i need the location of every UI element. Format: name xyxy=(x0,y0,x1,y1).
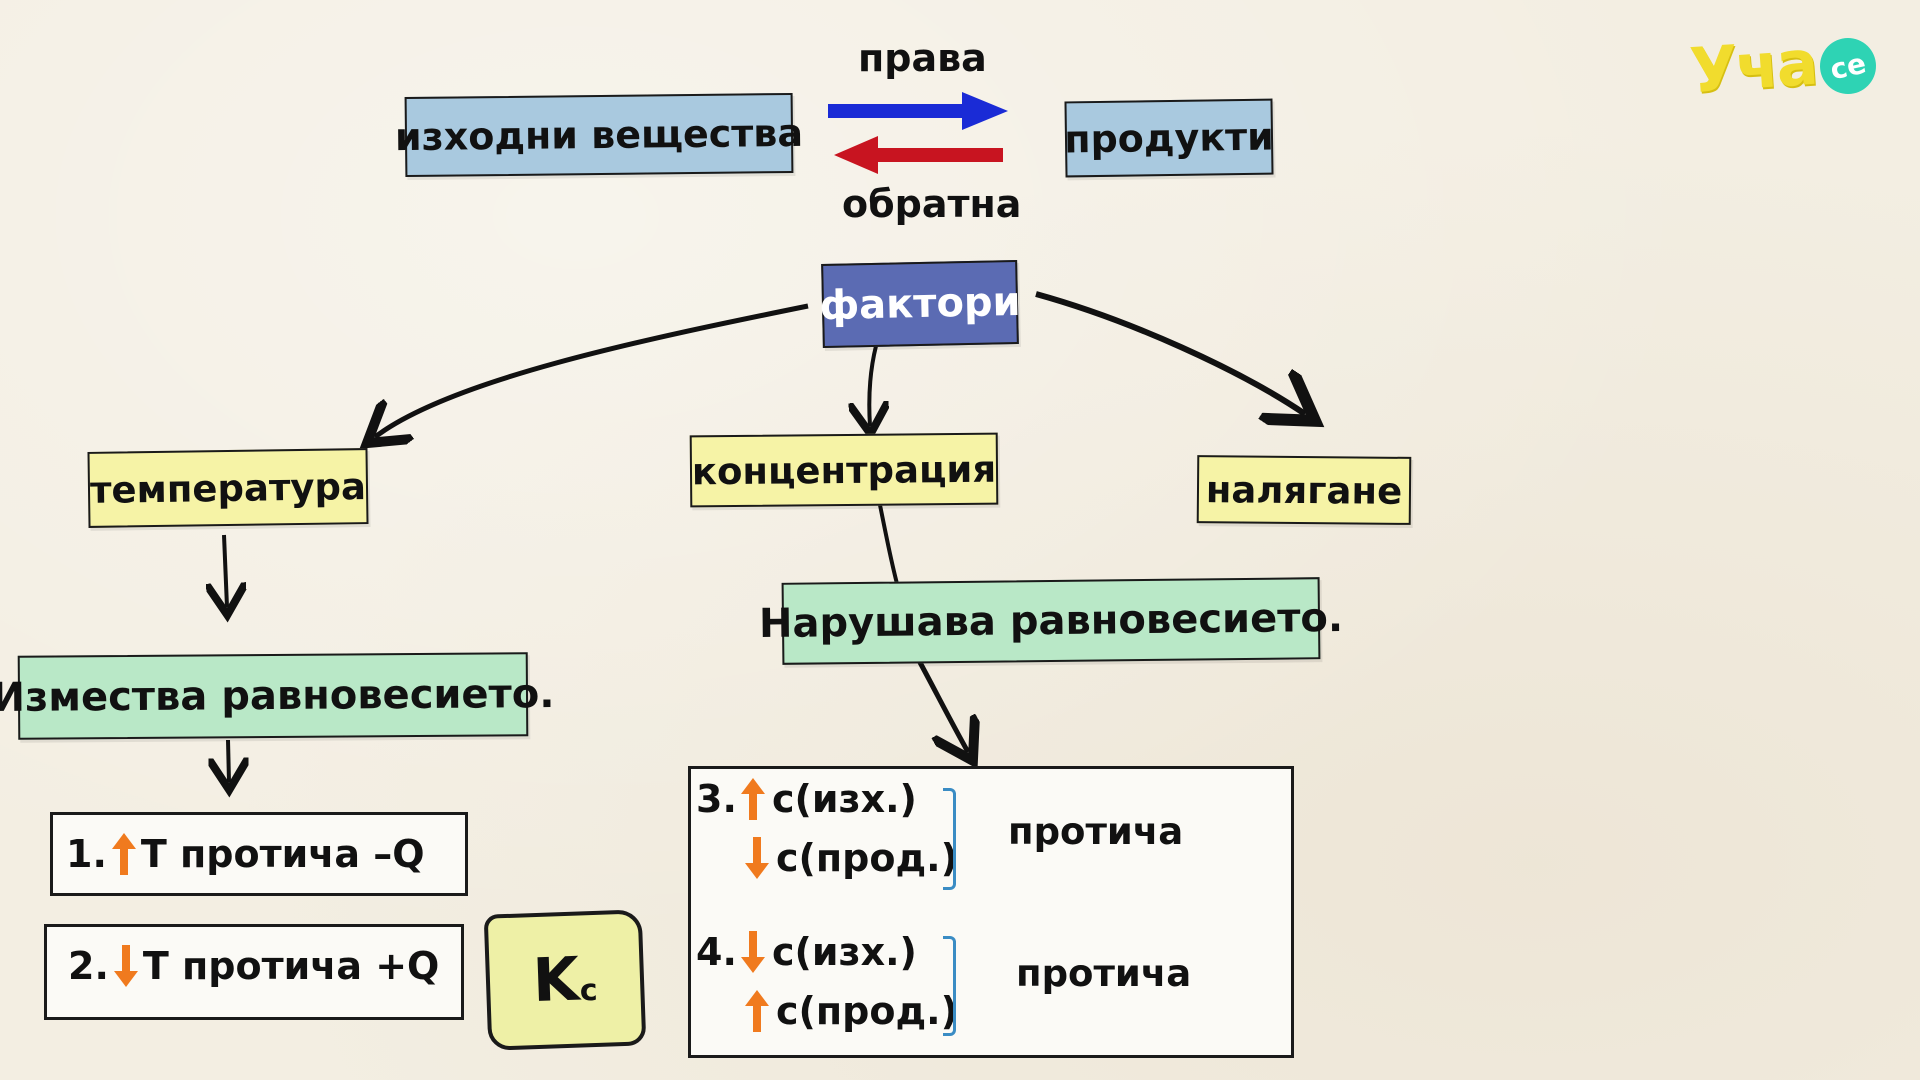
temperature-tag: температура xyxy=(87,448,369,528)
logo-word: Уча xyxy=(1687,25,1819,107)
factors-label: фактори xyxy=(818,278,1022,330)
temperature-effect-tag: Измества равновесието. xyxy=(0,652,555,740)
arrow-effect-rules xyxy=(228,739,229,782)
rule-4-line-1-text: c(изх.) xyxy=(772,930,917,974)
arrow-factors-concentration xyxy=(869,345,876,426)
orange-up-arrow-icon xyxy=(741,778,765,820)
rule-1-text: T протича –Q xyxy=(140,832,425,876)
concentration-tag: концентрация xyxy=(689,432,999,508)
orange-down-arrow-icon xyxy=(745,837,769,879)
concentration-rule-3-line-2: c(прод.) xyxy=(740,832,958,884)
rule-3-result: протича xyxy=(1008,810,1184,853)
pressure-tag: налягане xyxy=(1196,455,1412,525)
temperature-rule-2-box xyxy=(44,924,464,1020)
temperature-effect-label: Измества равновесието. xyxy=(0,671,555,721)
kc-main: K xyxy=(531,944,581,1017)
forward-label: права xyxy=(858,36,987,80)
orange-down-arrow-icon xyxy=(741,931,765,973)
rule-3-line-1-text: c(изх.) xyxy=(772,777,917,821)
concentration-effect-label: Нарушава равновесието. xyxy=(758,594,1344,648)
rule-3-number: 3. xyxy=(696,777,737,821)
rule-3-line-2-text: c(прод.) xyxy=(776,836,958,880)
ucha-se-logo: Уча се xyxy=(1687,25,1895,107)
reactants-tag: изходни вещества xyxy=(395,92,803,178)
arrow-factors-pressure xyxy=(1035,291,1305,414)
rule-2-text: T протича +Q xyxy=(142,944,440,988)
temperature-label: температура xyxy=(89,464,367,512)
rule-4-number: 4. xyxy=(696,930,737,974)
rule-1-number: 1. xyxy=(66,832,107,876)
orange-up-arrow-icon xyxy=(745,990,769,1032)
orange-down-arrow-icon xyxy=(113,945,138,987)
orange-up-arrow-icon xyxy=(111,833,136,875)
pressure-label: налягане xyxy=(1205,467,1403,513)
reverse-arrow xyxy=(834,136,1003,174)
logo-bubble: се xyxy=(1815,32,1882,100)
rule-3-bracket xyxy=(943,788,956,890)
concentration-rule-4-line-2: c(прод.) xyxy=(740,985,958,1037)
concentration-effect-tag: Нарушава равновесието. xyxy=(759,577,1343,665)
rule-4-line-2-text: c(прод.) xyxy=(776,989,958,1033)
forward-arrow xyxy=(828,92,1008,130)
reactants-label: изходни вещества xyxy=(394,110,804,160)
concentration-rules-box xyxy=(688,766,1294,1058)
rule-4-result: протича xyxy=(1016,952,1192,995)
concentration-rule-4-line-1: 4. c(изх.) xyxy=(696,926,917,978)
arrow-factors-temperature xyxy=(375,303,809,437)
arrow-temp-effect xyxy=(224,534,227,607)
rule-2-number: 2. xyxy=(68,944,109,988)
temperature-rule-2: 2. T протича +Q xyxy=(68,937,439,995)
temperature-rule-1-box xyxy=(50,812,468,896)
reverse-label: обратна xyxy=(842,182,1022,226)
products-label: продукти xyxy=(1063,114,1275,162)
temperature-rule-1: 1. T протича –Q xyxy=(66,827,425,881)
rule-4-bracket xyxy=(943,936,956,1036)
concentration-label: концентрация xyxy=(691,447,997,493)
products-tag: продукти xyxy=(1063,98,1275,178)
kc-sub: c xyxy=(579,972,599,1008)
arrow-effect-box xyxy=(913,653,968,752)
factors-tag: фактори xyxy=(818,259,1022,349)
concentration-rule-3-line-1: 3. c(изх.) xyxy=(696,773,917,825)
